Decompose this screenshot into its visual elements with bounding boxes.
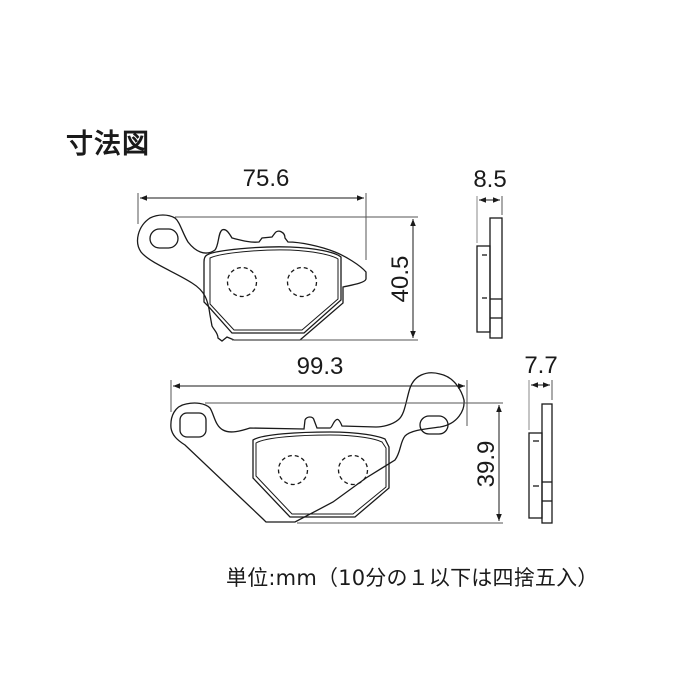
upper-pad-width-dimension: 75.6: [137, 165, 367, 260]
unit-note: 単位:mm（10分の１以下は四捨五入）: [226, 566, 599, 590]
page-title: 寸法図: [66, 129, 150, 160]
lower-pad-side-view: [528, 403, 553, 524]
upper-pad-front-view: [136, 214, 367, 342]
upper-pad-height-dimension: 40.5: [175, 216, 418, 341]
lower-height-label: 39.9: [473, 441, 500, 488]
lower-pad-width-dimension: 99.3: [170, 353, 468, 426]
upper-pad-side-view: [476, 217, 503, 339]
upper-height-label: 40.5: [387, 256, 414, 303]
lower-pad-front-view: [170, 372, 465, 523]
upper-width-label: 75.6: [243, 165, 290, 192]
upper-pad-thickness-dimension: 8.5: [473, 166, 507, 243]
lower-thickness-label: 7.7: [524, 352, 557, 379]
lower-width-label: 99.3: [297, 353, 344, 380]
lower-pad-height-dimension: 39.9: [205, 402, 503, 524]
upper-thickness-label: 8.5: [473, 166, 506, 193]
lower-pad-thickness-dimension: 7.7: [524, 352, 558, 430]
